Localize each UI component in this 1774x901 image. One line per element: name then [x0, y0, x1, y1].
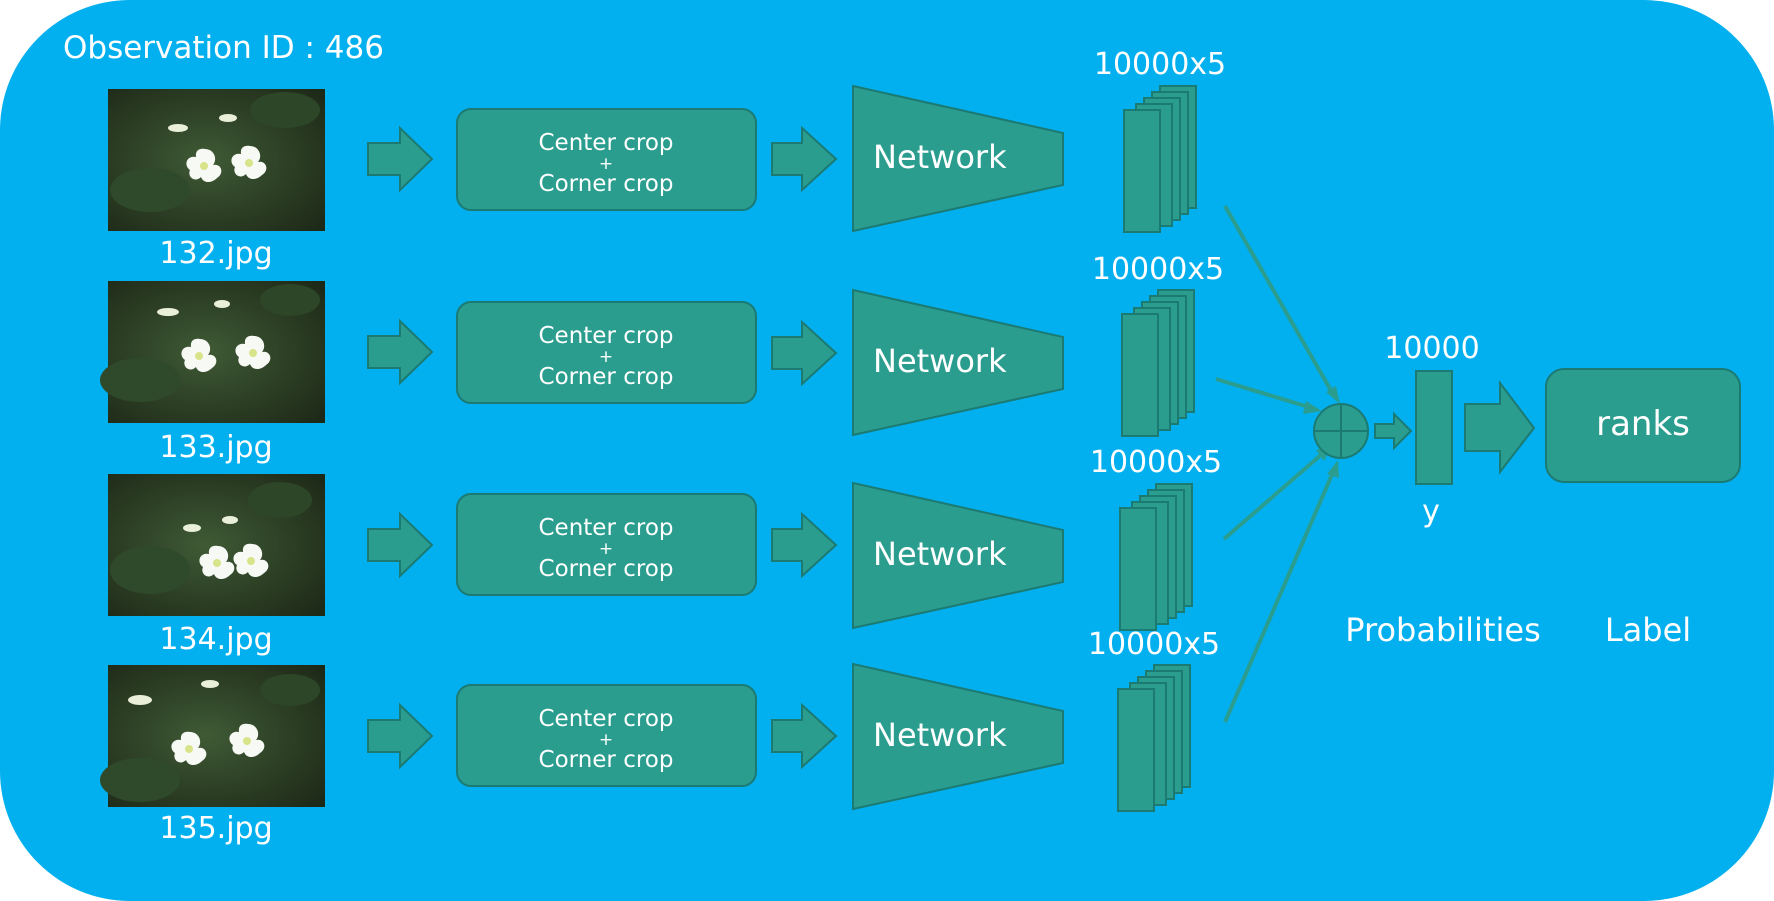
arrow-right-icon: [1374, 411, 1413, 451]
crop-box-line2: Corner crop: [539, 364, 674, 390]
arrow-right-icon: [1464, 380, 1536, 475]
crop-box: [456, 108, 757, 211]
probability-vector-name: y: [1422, 494, 1440, 529]
crop-box-plus: +: [599, 539, 613, 559]
network-label: Network: [873, 535, 1007, 573]
feature-map-stack: [1123, 85, 1197, 233]
image-filename: 134.jpg: [159, 622, 272, 657]
pipeline-row-4: 135.jpg Center crop + Corner crop Networ…: [100, 627, 1220, 846]
crop-box-line2: Corner crop: [539, 747, 674, 773]
pipeline-row-1: 132.jpg Center crop + Corner crop Networ…: [108, 47, 1226, 271]
crop-box-line1: Center crop: [539, 515, 674, 541]
output-dimension-label: 10000x5: [1092, 252, 1224, 287]
output-dimension-label: 10000x5: [1094, 47, 1226, 82]
arrow-right-icon: [367, 511, 434, 579]
pipeline-row-2: 133.jpg Center crop + Corner crop Networ…: [100, 252, 1224, 465]
image-filename: 135.jpg: [159, 811, 272, 846]
crop-box: [456, 301, 757, 404]
ranks-box: [1545, 368, 1741, 483]
image-filename: 132.jpg: [159, 236, 272, 271]
network-label: Network: [873, 138, 1007, 176]
feature-map-stack: [1121, 289, 1195, 437]
crop-box-line2: Corner crop: [539, 556, 674, 582]
image-thumbnail: [100, 281, 325, 423]
arrow-right-icon: [367, 702, 434, 770]
arrow-right-icon: [771, 702, 838, 770]
network-block: [852, 662, 1064, 811]
crop-box-line1: Center crop: [539, 323, 674, 349]
arrow-right-icon: [771, 319, 838, 387]
crop-box-line1: Center crop: [539, 706, 674, 732]
arrow-right-icon: [771, 125, 838, 193]
probability-vector-dim: 10000: [1384, 331, 1479, 366]
arrow-right-icon: [367, 125, 434, 193]
crop-box-line1: Center crop: [539, 130, 674, 156]
crop-box-plus: +: [599, 730, 613, 750]
arrowhead-icon: [1326, 386, 1340, 404]
connector-line: [1223, 469, 1336, 723]
image-filename: 133.jpg: [159, 430, 272, 465]
feature-map-stack: [1117, 664, 1191, 812]
crop-box: [456, 493, 757, 596]
network-block: [852, 288, 1064, 437]
sum-circle-icon: [1313, 403, 1369, 459]
observation-title: Observation ID : 486: [63, 30, 384, 66]
connector-line: [1215, 377, 1313, 410]
network-label: Network: [873, 342, 1007, 380]
merge-connectors: [1215, 205, 1340, 723]
probability-vector: [1415, 370, 1453, 485]
crop-box: [456, 684, 757, 787]
crop-box-plus: +: [599, 347, 613, 367]
probabilities-caption: Probabilities: [1345, 611, 1540, 649]
image-thumbnail: [100, 665, 325, 807]
crop-box-plus: +: [599, 154, 613, 174]
ranks-label: ranks: [1596, 404, 1690, 444]
arrow-right-icon: [367, 318, 434, 386]
output-dimension-label: 10000x5: [1090, 445, 1222, 480]
image-thumbnail: [108, 89, 325, 231]
label-caption: Label: [1605, 611, 1691, 649]
network-block: [852, 481, 1064, 630]
arrowhead-icon: [1327, 460, 1339, 478]
output-dimension-label: 10000x5: [1088, 627, 1220, 662]
arrowhead-icon: [1303, 401, 1322, 414]
network-label: Network: [873, 716, 1007, 754]
feature-map-stack: [1119, 483, 1193, 631]
pipeline-row-3: 134.jpg Center crop + Corner crop Networ…: [108, 445, 1222, 657]
network-block: [852, 84, 1064, 233]
connector-line: [1223, 205, 1335, 395]
image-thumbnail: [108, 474, 325, 616]
arrow-right-icon: [771, 511, 838, 579]
connector-line: [1222, 452, 1324, 541]
crop-box-line2: Corner crop: [539, 171, 674, 197]
